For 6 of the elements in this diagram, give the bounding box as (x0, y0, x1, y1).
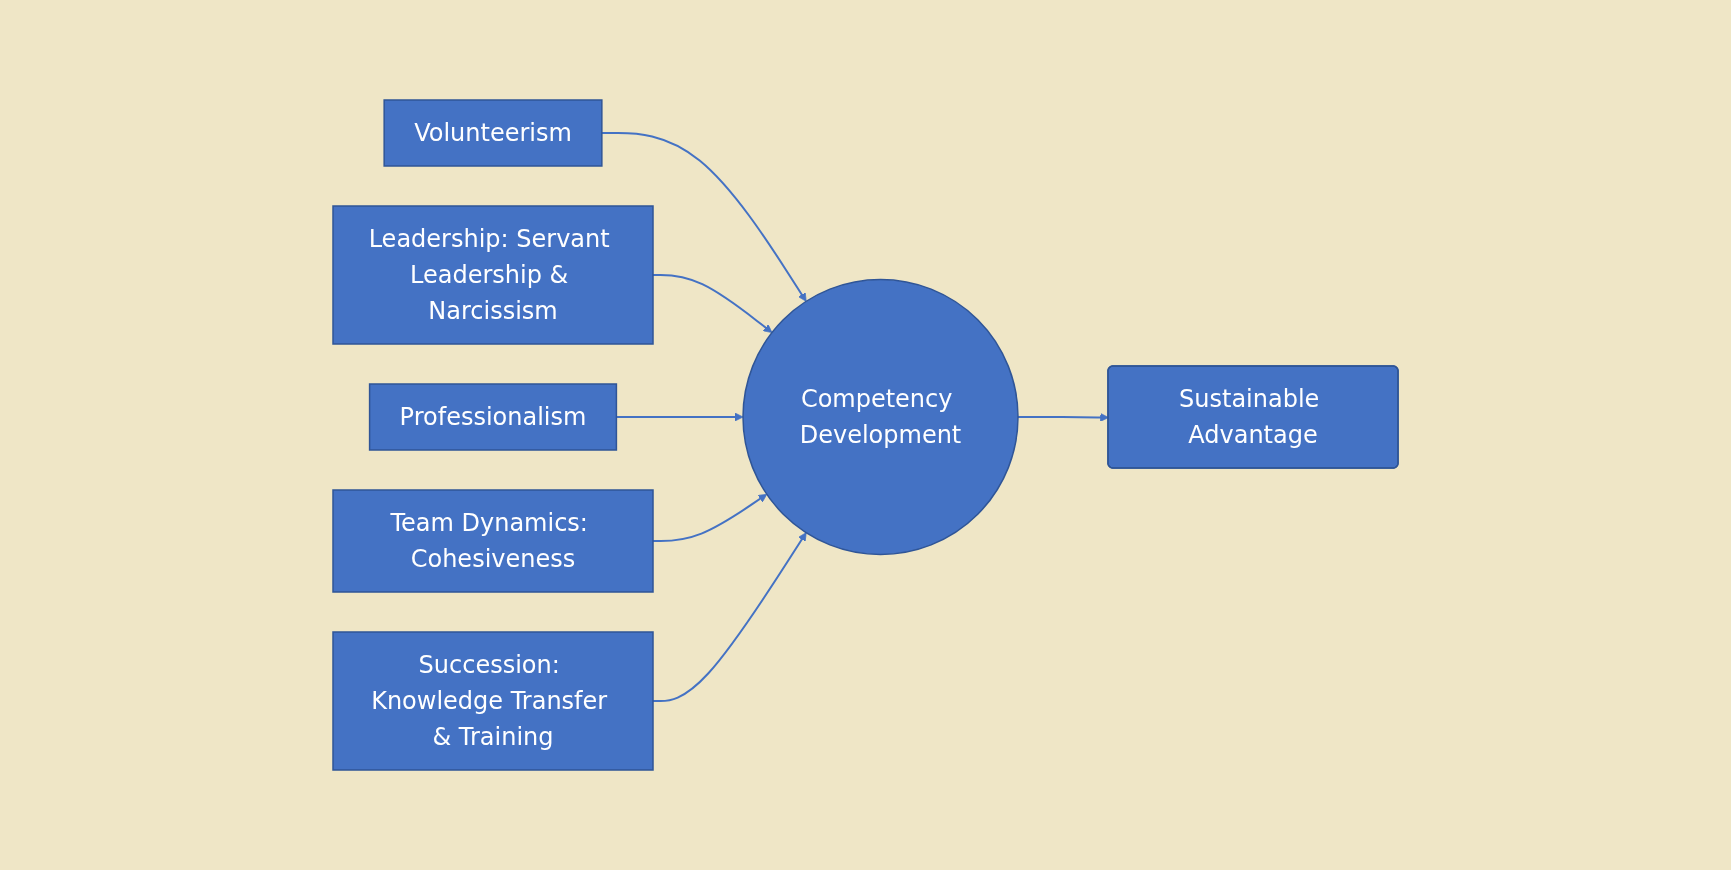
node-box: Professionalism (368, 383, 618, 451)
node-box: Succession: Knowledge Transfer & Training (332, 631, 654, 771)
node-box: Team Dynamics: Cohesiveness (332, 489, 654, 593)
node-box: Volunteerism (383, 99, 603, 167)
node-circle: Competency Development (742, 278, 1019, 556)
node-box: Leadership: Servant Leadership & Narcissism (332, 205, 654, 345)
